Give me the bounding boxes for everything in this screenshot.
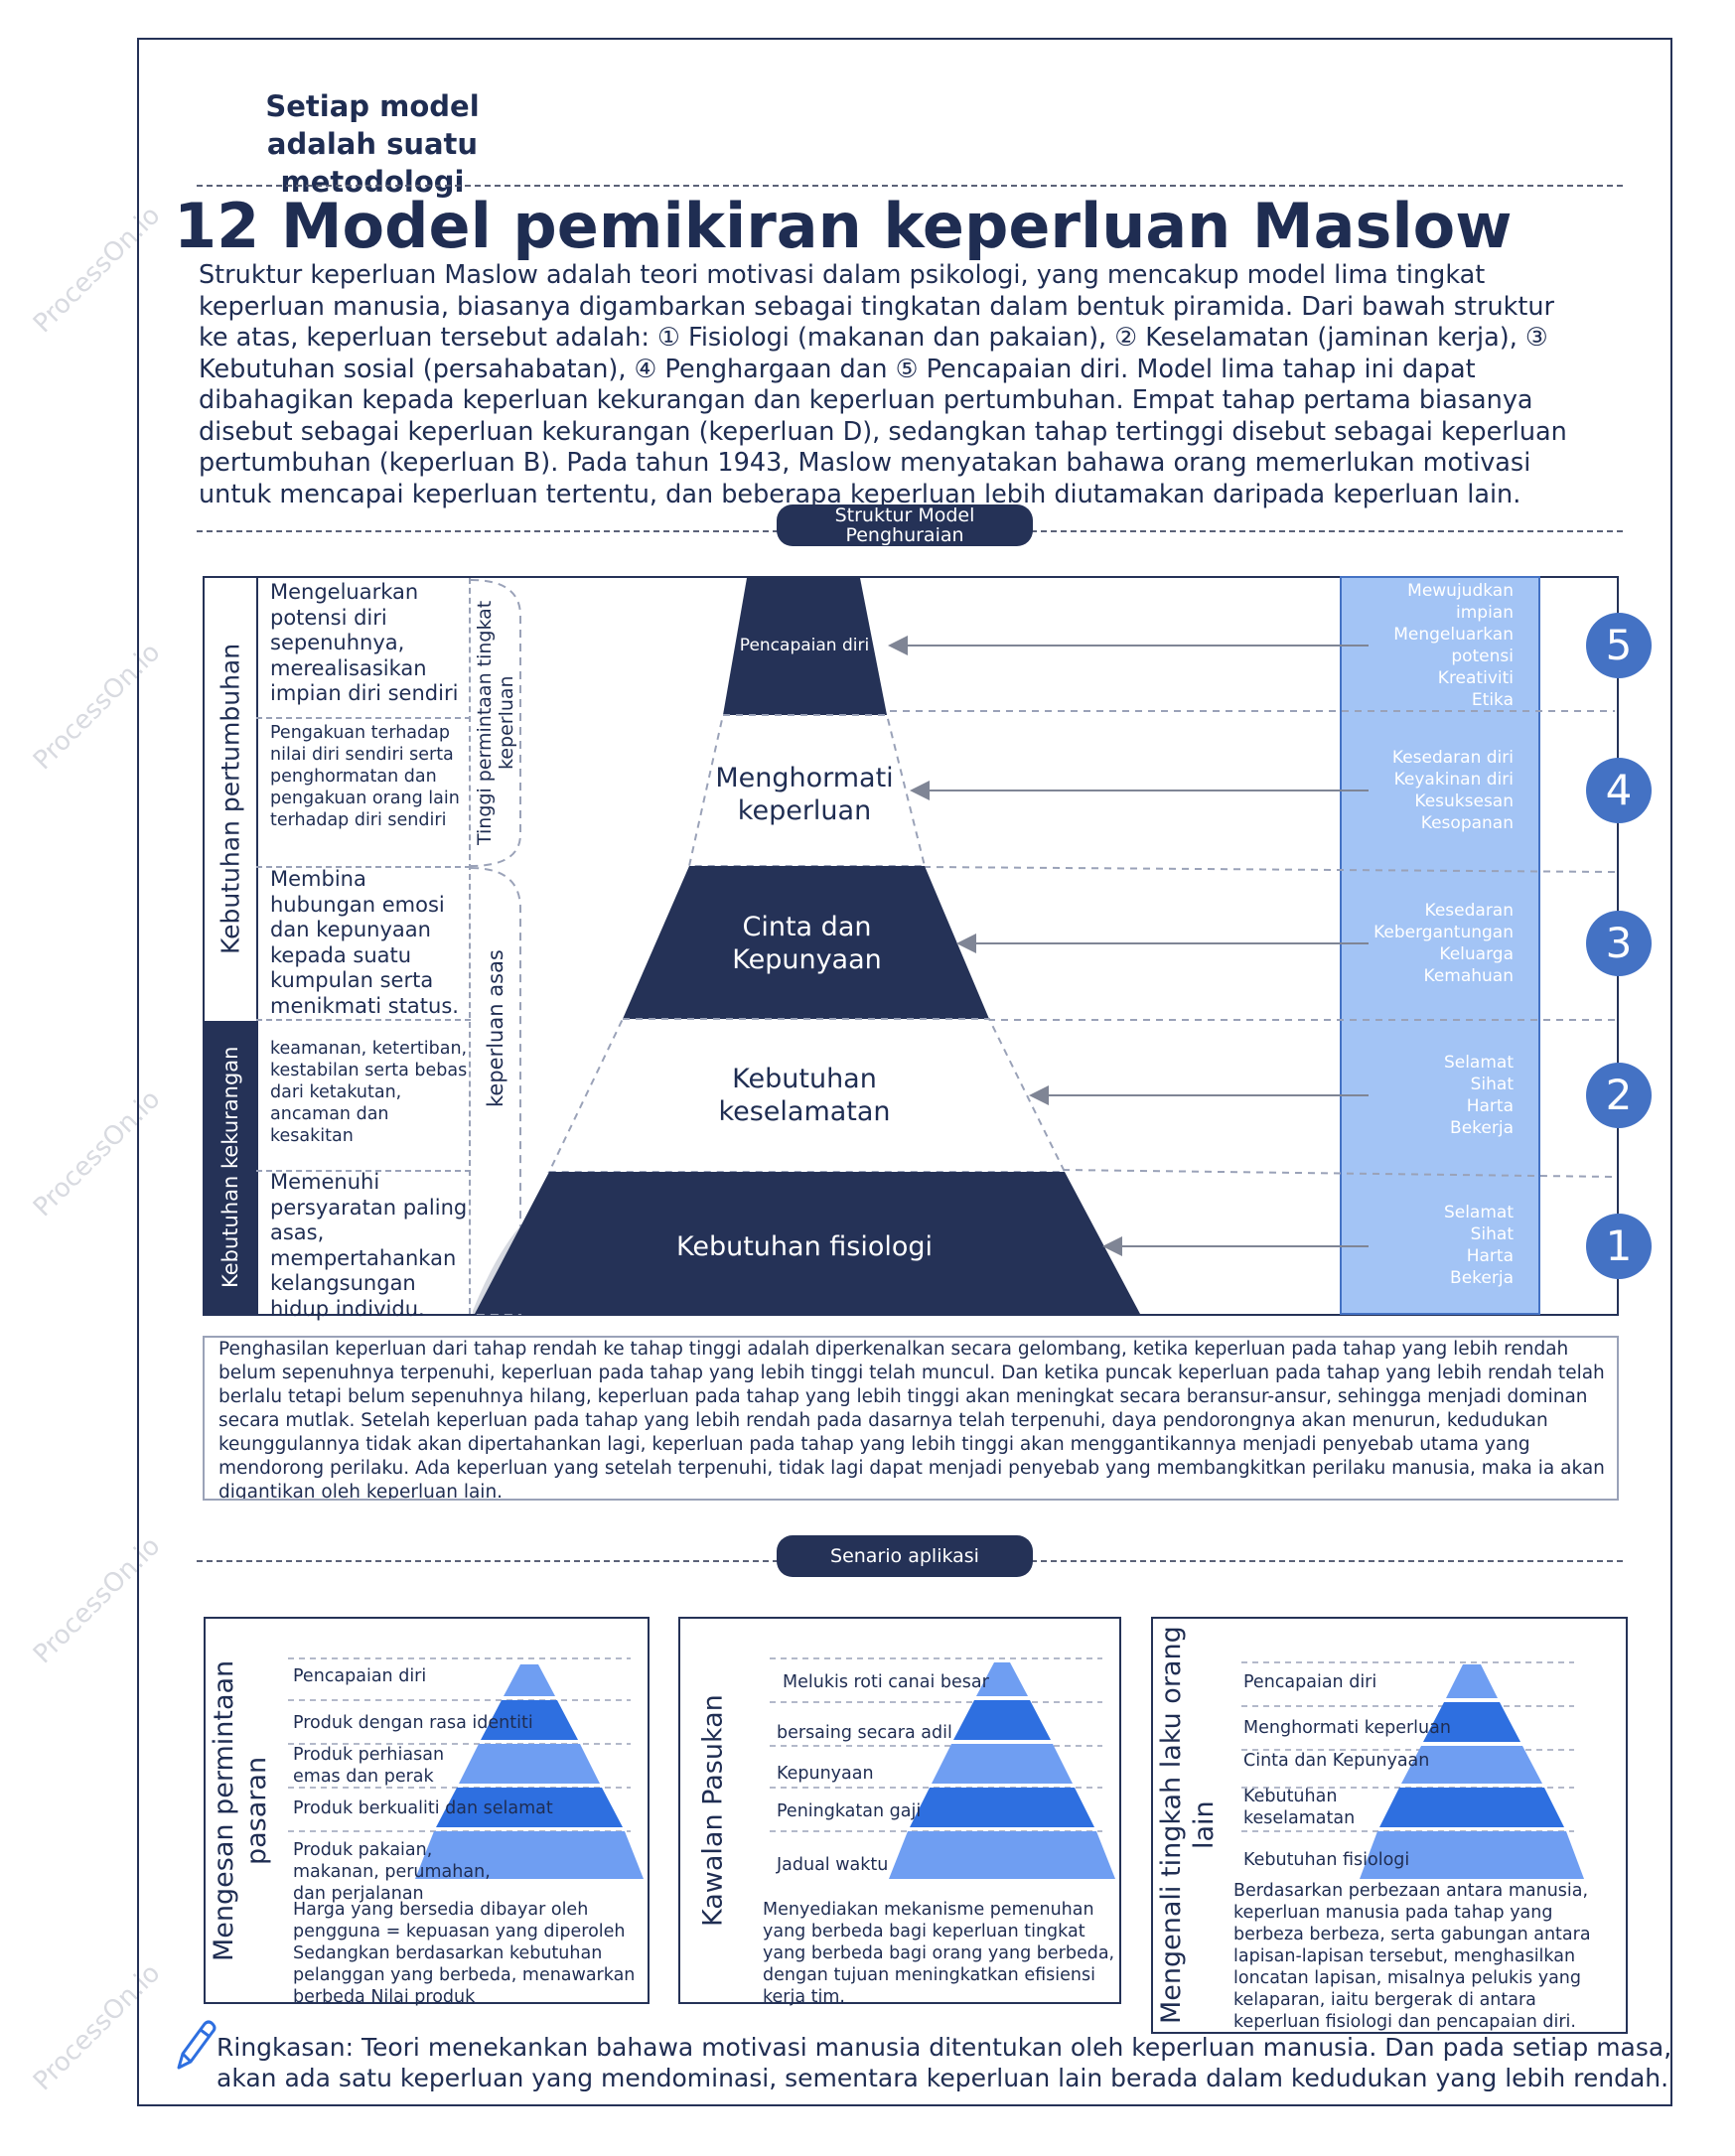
pyramid-label-text: Pencapaian diri <box>739 636 870 655</box>
scenario-label: Menghormati keperluan <box>1243 1718 1451 1738</box>
page-title: 12 Model pemikiran keperluan Maslow <box>174 190 1513 262</box>
attribute-item: Mengeluarkan potensi <box>1393 625 1514 666</box>
pyramid-label-3: Cinta dan Kepunyaan <box>685 899 929 988</box>
scenario-label: Kepunyaan <box>777 1764 874 1784</box>
desc-level-5: Mengeluarkan potensi diri sepenuhnya, me… <box>270 580 459 705</box>
attribute-item: Harta <box>1466 1246 1514 1266</box>
brace-basic <box>470 867 521 1315</box>
brace-label-high: Tinggi permintaan tingkat keperluan <box>474 600 517 846</box>
row-divider <box>256 717 471 719</box>
attributes-level-2: Selamat Sihat Harta Bekerja <box>1347 1052 1514 1139</box>
pencil-icon <box>177 2020 217 2070</box>
pyramid-layer-5 <box>723 578 887 715</box>
attribute-column <box>1340 576 1540 1315</box>
pyramid-label-2: Kebutuhan keselamatan <box>675 1051 934 1140</box>
scenario-title-behaviour: Mengenali tingkah laku orang lain <box>1151 1617 1223 2034</box>
pyramid-layer-3 <box>623 866 989 1019</box>
attribute-item: Kesedaran <box>1424 901 1514 921</box>
desc-level-3: Membina hubungan emosi dan kepunyaan kep… <box>270 867 459 1018</box>
scenario-label: Produk pakaian, makanan, perumahan, dan … <box>293 1840 491 1904</box>
attribute-item: Kemahuan <box>1423 966 1514 986</box>
level-number-3: 3 <box>1586 911 1652 976</box>
divider <box>197 185 1623 187</box>
scenario-label: Melukis roti canai besar <box>783 1672 989 1692</box>
scenario-label: Produk dengan rasa identiti <box>293 1713 533 1733</box>
page-frame <box>137 38 1672 2106</box>
attribute-item: Kebergantungan <box>1374 923 1514 942</box>
scenario-pyramid-market <box>288 1657 644 1879</box>
level-number-5: 5 <box>1586 613 1652 678</box>
scenario-title-team: Kawalan Pasukan <box>678 1617 746 2004</box>
attribute-item: Keyakinan diri <box>1393 770 1514 790</box>
attribute-item: Kesuksesan <box>1414 791 1514 811</box>
pyramid-label-text: Cinta dan Kepunyaan <box>732 912 882 975</box>
level-number-1: 1 <box>1586 1214 1652 1279</box>
pyramid-layer-2 <box>547 1018 1067 1173</box>
attribute-item: Kreativiti <box>1437 668 1514 688</box>
level-number-2: 2 <box>1586 1063 1652 1128</box>
row-divider <box>256 1170 471 1172</box>
attribute-item: Harta <box>1466 1096 1514 1116</box>
scenario-label: Peningkatan gaji <box>777 1801 922 1821</box>
scenario-title-market: Mengesan permintaan pasaran <box>204 1617 275 2004</box>
pyramid-label-text: Menghormati keperluan <box>715 763 894 826</box>
scenario-label: bersaing secara adil <box>777 1723 952 1743</box>
scenario-desc: Berdasarkan perbezaan antara manusia, ke… <box>1233 1881 1591 2032</box>
desc-level-2: keamanan, ketertiban, kestabilan serta b… <box>270 1039 468 1146</box>
attribute-item: Kesedaran diri <box>1391 748 1514 768</box>
pyramid-layer-4 <box>687 714 927 867</box>
tagline: Setiap model adalah suatu metodologi <box>265 89 480 199</box>
intro-text: Struktur keperluan Maslow adalah teori m… <box>199 260 1567 509</box>
attributes-level-4: Kesedaran diri Keyakinan diri Kesuksesan… <box>1347 747 1514 834</box>
pyramid-label-text: Kebutuhan keselamatan <box>718 1064 891 1127</box>
attribute-item: Kesopanan <box>1420 813 1514 833</box>
attribute-item: Keluarga <box>1439 944 1514 964</box>
scenario-label: Cinta dan Kepunyaan <box>1243 1751 1430 1771</box>
desc-level-4: Pengakuan terhadap nilai diri sendiri se… <box>270 723 460 830</box>
description-column <box>256 578 471 1314</box>
scenario-label: Produk perhiasan emas dan perak <box>293 1745 445 1787</box>
scenario-label: Pencapaian diri <box>293 1666 427 1686</box>
scenario-label: Kebutuhan keselamatan <box>1243 1787 1356 1828</box>
section-label-scenarios: Senario aplikasi <box>777 1535 1033 1577</box>
attribute-item: Bekerja <box>1450 1118 1514 1138</box>
pyramid-label-1: Kebutuhan fisiologi <box>675 1202 934 1291</box>
scenario-pyramid-team <box>770 1657 1115 1879</box>
attribute-item: Etika <box>1471 690 1514 710</box>
summary-content: Ringkasan: Teori menekankan bahawa motiv… <box>217 2033 1672 2092</box>
scenario-label: Kebutuhan fisiologi <box>1243 1850 1410 1870</box>
pyramid-label-text: Kebutuhan fisiologi <box>675 1230 934 1262</box>
scenario-card-team <box>678 1617 1121 2004</box>
pyramid-layer-1 <box>475 1172 1140 1314</box>
scenario-label: Jadual waktu <box>777 1855 889 1875</box>
section-label-structure: Struktur Model Penghuraian <box>777 504 1033 546</box>
level-number-4: 4 <box>1586 758 1652 823</box>
pyramid-label-4: Menghormati keperluan <box>715 735 893 854</box>
scenario-card-market <box>204 1617 650 2004</box>
row-divider <box>256 866 471 868</box>
scenario-desc: Menyediakan mekanisme pemenuhan yang ber… <box>763 1900 1115 2007</box>
desc-level-1: Memenuhi persyaratan paling asas, memper… <box>270 1170 468 1321</box>
scenario-card-behaviour <box>1151 1617 1628 2034</box>
level-divider <box>1062 1169 1616 1178</box>
scenario-desc: Harga yang bersedia dibayar oleh penggun… <box>293 1900 636 2007</box>
row-divider <box>256 1019 471 1021</box>
attribute-item: Selamat <box>1443 1203 1514 1222</box>
attributes-level-3: Kesedaran Kebergantungan Keluarga Kemahu… <box>1347 900 1514 987</box>
pyramid-label-5: Pencapaian diri <box>735 616 874 675</box>
attribute-item: Mewujudkan impian <box>1407 581 1514 623</box>
attributes-level-1: Selamat Sihat Harta Bekerja <box>1347 1202 1514 1289</box>
scenario-pyramid-behaviour <box>1241 1661 1584 1879</box>
attribute-item: Selamat <box>1443 1053 1514 1073</box>
attributes-level-5: Mewujudkan impian Mengeluarkan potensi K… <box>1347 580 1514 711</box>
explanation-text: Penghasilan keperluan dari tahap rendah … <box>203 1336 1619 1501</box>
scenario-label: Pencapaian diri <box>1243 1672 1377 1692</box>
attribute-item: Sihat <box>1470 1224 1514 1244</box>
attribute-item: Sihat <box>1470 1075 1514 1094</box>
scenario-label: Produk berkualiti dan selamat <box>293 1798 553 1818</box>
summary-text: Ringkasan: Teori menekankan bahawa motiv… <box>217 2032 1686 2093</box>
attribute-item: Bekerja <box>1450 1268 1514 1288</box>
brace-label-basic: keperluan asas <box>484 949 507 1108</box>
